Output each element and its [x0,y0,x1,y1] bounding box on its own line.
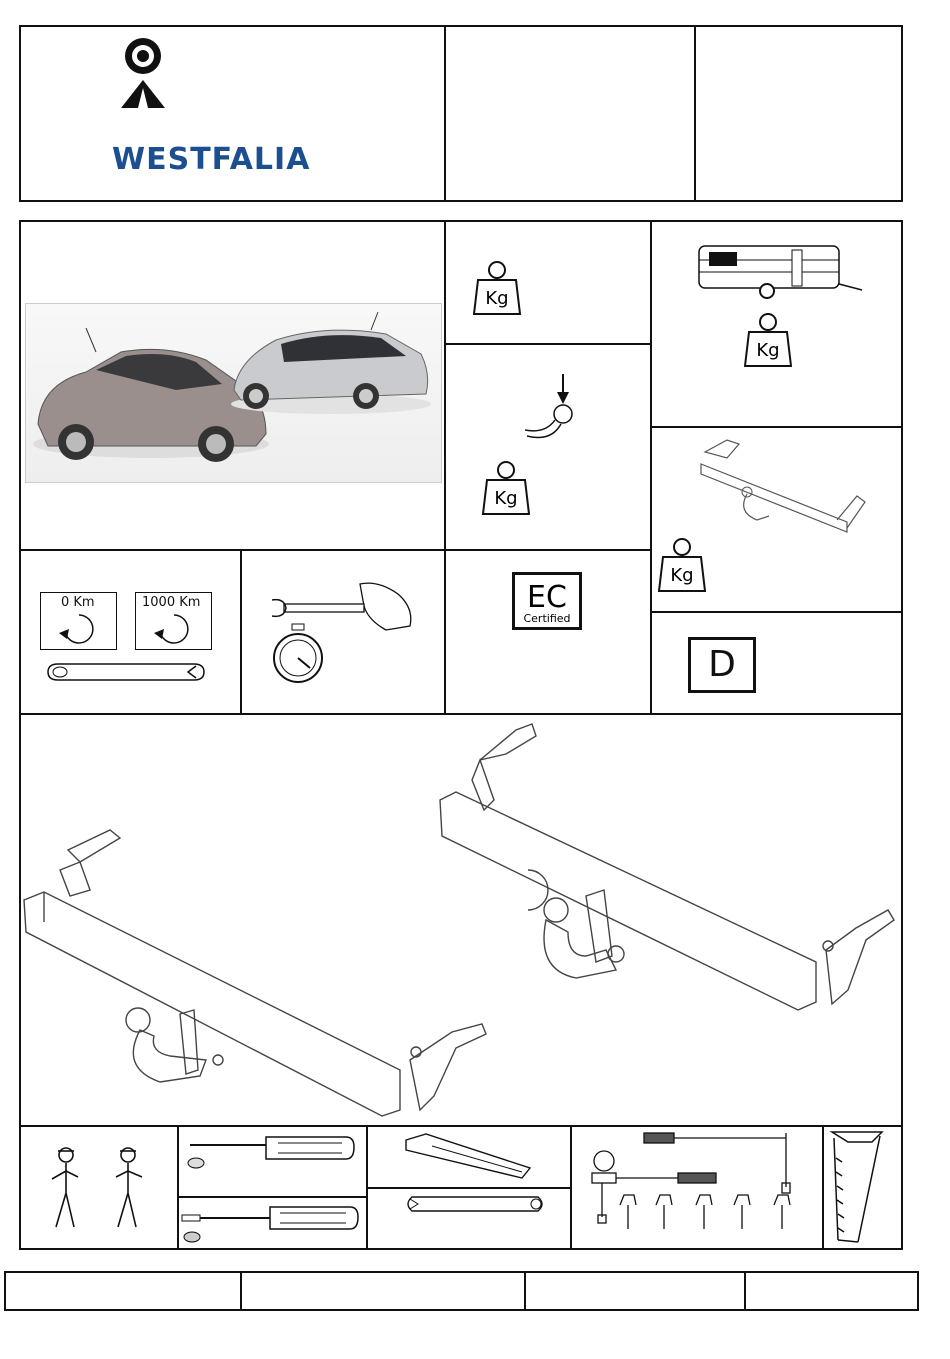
tools-divider-1 [177,1125,179,1250]
footer-divider-2 [524,1271,526,1311]
caravan-icon [697,242,867,302]
ec-caption-text: Certified [523,612,570,625]
tools-divider-h-2 [366,1187,571,1189]
wrench-icon [46,660,206,684]
divider-v-650-top [650,220,652,714]
ec-certified-icon: EC Certified [512,572,582,630]
weight-icon-vertical-load: Kg [481,460,531,516]
stopwatch-icon [270,622,326,686]
divider-h-343 [444,343,651,345]
km-initial-label: 0 Km [61,595,95,610]
weight-label: Kg [494,488,517,509]
divider-v-240 [240,549,242,714]
weight-label: Kg [485,288,508,309]
screwdriver-icon [180,1203,360,1243]
towbar-right-illustration [436,720,900,1020]
divider-h-549 [19,549,651,551]
two-installers-icon [44,1143,154,1231]
divider-h-611 [650,611,903,613]
torque-wrench-set-icon [588,1131,808,1233]
brand-wordmark: WESTFALIA [112,142,310,177]
towball-icon [515,372,585,442]
tools-divider-4 [822,1125,824,1250]
ec-mark-text: EC [527,580,567,615]
header-divider-2 [694,25,696,202]
towbar-left-illustration [20,820,490,1120]
km-initial-box: 0 Km [40,592,117,650]
divider-h-426 [650,426,903,428]
tools-divider-h-1 [177,1196,367,1198]
towbar-icon [697,432,867,542]
rotate-arrow-icon [152,611,192,647]
footer-divider-1 [240,1271,242,1311]
hatchback-car-photo [25,303,442,483]
footer-divider-3 [744,1271,746,1311]
weight-icon-towbar: Kg [657,537,707,593]
footer-table [4,1271,919,1311]
spanner-icon [402,1193,548,1215]
screwdriver-icon [186,1133,356,1173]
km-check-box: 1000 Km [135,592,212,650]
header-divider-1 [444,25,446,202]
divider-h-713 [19,713,903,715]
saw-icon [828,1128,888,1248]
divider-h-1125 [19,1125,903,1127]
file-icon [402,1130,542,1182]
weight-icon-trailer-load: Kg [472,260,522,316]
km-check-label: 1000 Km [142,595,200,610]
weight-icon-caravan: Kg [743,312,793,368]
divider-v-444-top [444,220,446,714]
weight-label: Kg [756,340,779,361]
westfalia-emblem-icon [120,36,166,110]
class-d-badge: D [688,637,756,693]
weight-label: Kg [670,565,693,586]
rotate-arrow-icon [57,611,97,647]
